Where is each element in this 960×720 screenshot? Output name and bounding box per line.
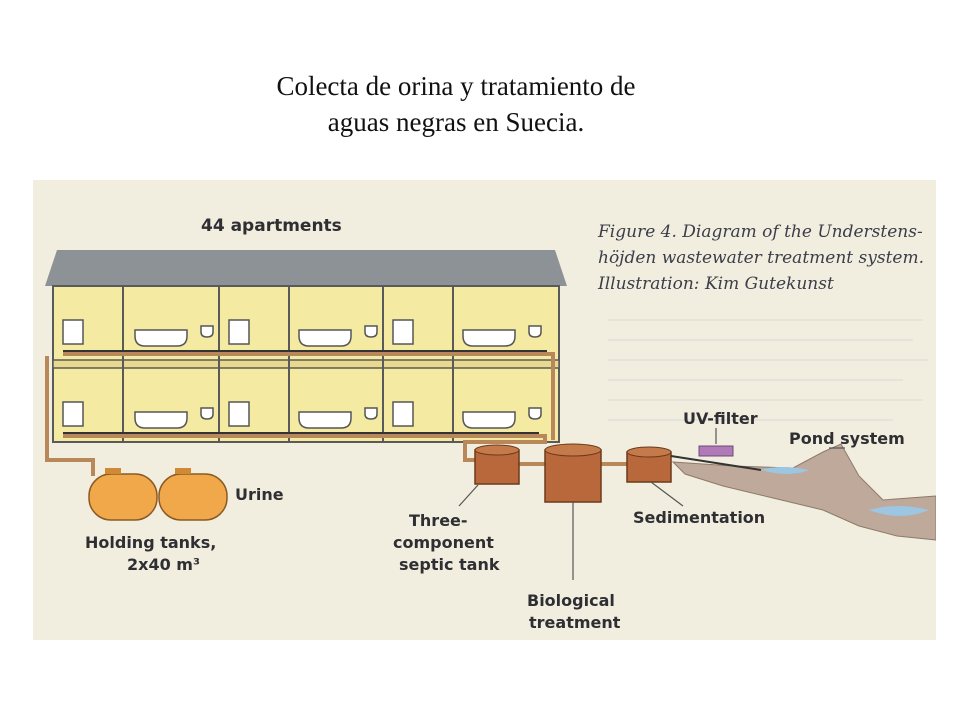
bathtub <box>298 411 352 429</box>
washing-machine <box>392 319 414 345</box>
title-line-1: Colecta de orina y tratamiento de <box>276 71 636 101</box>
washing-machine <box>62 319 84 345</box>
washing-machine <box>228 401 250 427</box>
label-biological-2: treatment <box>529 613 621 632</box>
unit-walls <box>122 286 454 442</box>
ground-slope <box>671 443 936 541</box>
bathtub <box>462 411 516 429</box>
label-biological-1: Biological <box>527 591 615 610</box>
label-pond-system: Pond system <box>789 429 905 448</box>
greywater-pipe-upper <box>63 352 555 440</box>
urine-pipe <box>45 356 95 476</box>
label-apartments: 44 apartments <box>201 216 342 236</box>
greywater-pipe-lower <box>63 434 547 462</box>
sink <box>200 407 214 420</box>
holding-tanks <box>88 468 228 521</box>
caption-line-3: Illustration: Kim Gutekunst <box>597 274 834 294</box>
sedimentation-leader <box>650 481 684 507</box>
biological-tank <box>544 449 602 503</box>
label-uv-filter: UV-filter <box>683 409 758 428</box>
landscape <box>671 443 936 541</box>
label-septic-3: septic tank <box>399 555 500 574</box>
sink <box>528 325 542 338</box>
pond-2 <box>869 506 929 516</box>
label-septic-1: Three- <box>409 511 468 530</box>
building-roof <box>45 250 567 286</box>
fixtures-upper <box>62 319 542 347</box>
bathtub <box>134 329 188 347</box>
label-sedimentation: Sedimentation <box>633 508 765 527</box>
apartment-building <box>45 250 567 443</box>
title-line-2: aguas negras en Suecia. <box>327 107 585 137</box>
washing-machine <box>62 401 84 427</box>
bathtub <box>134 411 188 429</box>
pond-1 <box>761 467 809 474</box>
holding-tank-2 <box>158 473 228 521</box>
label-holding-tanks-1: Holding tanks, <box>85 533 216 552</box>
sink <box>364 325 378 338</box>
treatment-tanks <box>474 443 672 503</box>
label-urine: Urine <box>235 485 284 504</box>
black-pipes <box>63 350 547 434</box>
uv-filter-unit <box>698 445 734 457</box>
sink <box>200 325 214 338</box>
septic-leader <box>458 484 479 507</box>
washing-machine <box>228 319 250 345</box>
page-bleed-texture <box>608 319 928 421</box>
label-septic-2: component <box>393 533 494 552</box>
bathtub <box>462 329 516 347</box>
washing-machine <box>392 401 414 427</box>
caption-line-2: höjden wastewater treatment system. <box>598 248 924 268</box>
pipe-network <box>45 352 629 476</box>
slide-title: Colecta de orina y tratamiento de aguas … <box>0 68 912 140</box>
caption-line-1: Figure 4. Diagram of the Understens- <box>597 222 923 242</box>
biological-tank-top <box>544 443 602 457</box>
holding-tank-1 <box>88 473 158 521</box>
sink <box>528 407 542 420</box>
floor-divider <box>52 359 560 369</box>
tank-lid <box>175 468 191 474</box>
label-holding-tanks-2: 2x40 m³ <box>127 555 200 574</box>
sedimentation-tank-top <box>626 446 672 458</box>
label-leaders <box>458 428 845 580</box>
sink <box>364 407 378 420</box>
septic-tank <box>474 449 520 485</box>
outflow-pipe <box>670 455 762 471</box>
fixtures-lower <box>62 401 542 429</box>
tank-lid <box>105 468 121 474</box>
septic-tank-top <box>474 444 520 456</box>
wastewater-diagram: 44 apartments Urine Holding tanks, 2x40 … <box>33 180 936 640</box>
bathtub <box>298 329 352 347</box>
